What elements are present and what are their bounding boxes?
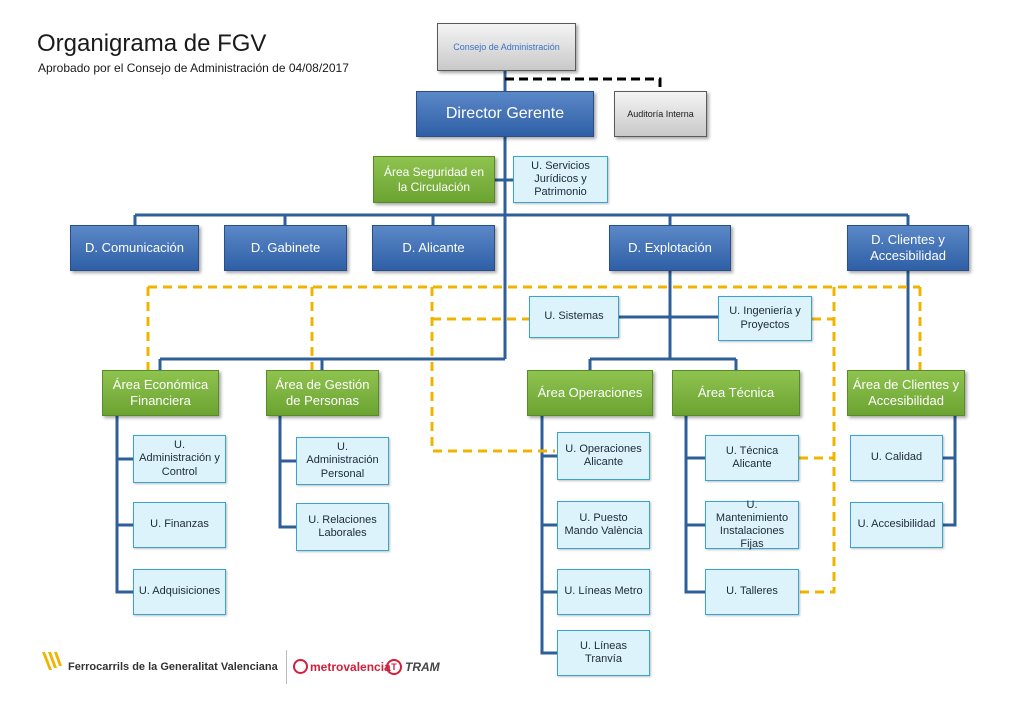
node-d-alicante[interactable]: D. Alicante: [372, 225, 495, 271]
node-u-puesto-mando-valencia[interactable]: U. Puesto Mando València: [557, 501, 650, 549]
metrovalencia-logo-text: metrovalencia: [310, 659, 391, 674]
node-d-explotacion[interactable]: D. Explotación: [609, 225, 731, 271]
node-u-administracion-personal[interactable]: U. Administración Personal: [296, 437, 389, 485]
node-director-gerente[interactable]: Director Gerente: [416, 91, 594, 137]
node-u-calidad[interactable]: U. Calidad: [850, 435, 943, 481]
node-u-mantenimiento-instalaciones[interactable]: U. Mantenimiento Instalaciones Fijas: [705, 499, 799, 550]
node-u-tecnica-alicante[interactable]: U. Técnica Alicante: [705, 435, 799, 481]
node-area-tecnica[interactable]: Área Técnica: [672, 370, 800, 416]
tram-logo-text: TRAM: [405, 660, 440, 674]
node-u-servicios-juridicos[interactable]: U. Servicios Jurídicos y Patrimonio: [513, 156, 608, 203]
node-u-accesibilidad[interactable]: U. Accesibilidad: [850, 502, 943, 548]
node-area-economica-financiera[interactable]: Área Económica Financiera: [102, 370, 219, 416]
connector-economica-units: [115, 416, 133, 594]
node-u-operaciones-alicante[interactable]: U. Operaciones Alicante: [557, 432, 650, 480]
page-title: Organigrama de FGV: [37, 30, 267, 57]
node-u-relaciones-laborales[interactable]: U. Relaciones Laborales: [296, 503, 389, 551]
connector-tecnica-units: [684, 416, 705, 594]
connector-clientes-units: [943, 416, 957, 527]
node-consejo-administracion[interactable]: Consejo de Administración: [437, 23, 576, 71]
metrovalencia-logo: metrovalencia: [293, 659, 391, 674]
solid-connectors: [115, 71, 957, 655]
node-u-sistemas[interactable]: U. Sistemas: [529, 296, 619, 338]
node-u-lineas-metro[interactable]: U. Líneas Metro: [557, 569, 650, 615]
connector-operaciones-units: [540, 416, 557, 655]
connector-personas-units: [278, 416, 296, 529]
node-area-operaciones[interactable]: Área Operaciones: [527, 370, 653, 416]
node-u-administracion-control[interactable]: U. Administración y Control: [133, 435, 226, 483]
node-u-finanzas[interactable]: U. Finanzas: [133, 502, 226, 548]
node-d-comunicacion[interactable]: D. Comunicación: [70, 225, 199, 271]
dashed-connector-auditoria: [505, 77, 662, 91]
node-auditoria-interna[interactable]: Auditoría Interna: [614, 91, 707, 137]
node-area-seguridad-circulacion[interactable]: Área Seguridad en la Circulación: [373, 156, 495, 203]
tram-t-icon: T: [386, 659, 402, 675]
node-u-adquisiciones[interactable]: U. Adquisiciones: [133, 569, 226, 615]
node-area-clientes-accesibilidad[interactable]: Área de Clientes y Accesibilidad: [847, 370, 965, 416]
node-u-lineas-tranvia[interactable]: U. Líneas Tranvía: [557, 630, 650, 676]
node-u-ingenieria-proyectos[interactable]: U. Ingeniería y Proyectos: [718, 296, 812, 341]
footer-divider: [286, 650, 287, 684]
tram-logo: T TRAM: [386, 659, 440, 675]
page-subtitle: Aprobado por el Consejo de Administració…: [38, 61, 349, 75]
node-d-clientes-accesibilidad[interactable]: D. Clientes y Accesibilidad: [847, 225, 969, 271]
node-u-talleres[interactable]: U. Talleres: [705, 569, 799, 615]
node-d-gabinete[interactable]: D. Gabinete: [224, 225, 347, 271]
fgv-logo-text: Ferrocarrils de la Generalitat Valencian…: [68, 661, 278, 673]
metro-circle-icon: [293, 659, 308, 674]
fgv-logo-icon: [42, 652, 62, 670]
dashed-yellow-connectors: [146, 285, 922, 594]
node-area-gestion-personas[interactable]: Área de Gestión de Personas: [266, 370, 379, 416]
